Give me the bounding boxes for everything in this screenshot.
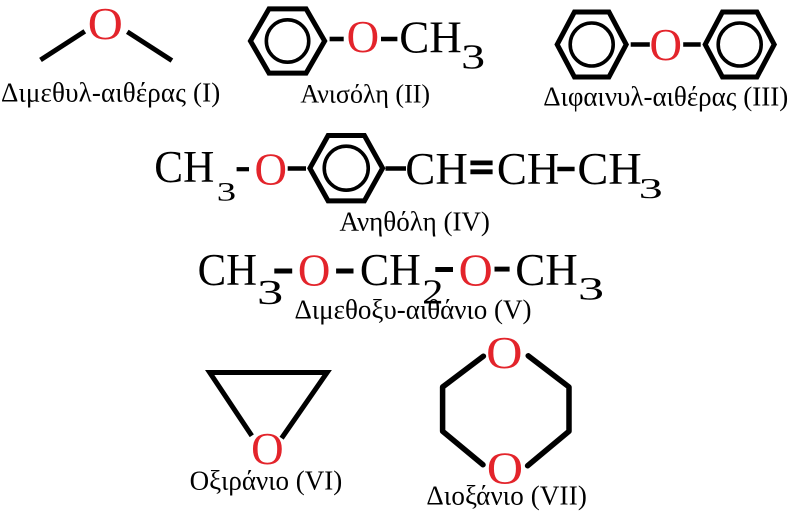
svg-text:O: O: [459, 245, 493, 295]
svg-text:CH: CH: [399, 12, 462, 62]
svg-text:3: 3: [217, 177, 236, 207]
svg-text:3: 3: [639, 174, 663, 205]
svg-text:Διμεθοξυ-αιθάνιο (V): Διμεθοξυ-αιθάνιο (V): [295, 295, 532, 325]
svg-text:CH: CH: [360, 245, 421, 296]
svg-text:Ανηθόλη (IV): Ανηθόλη (IV): [339, 206, 489, 236]
svg-text:O: O: [347, 12, 380, 62]
svg-text:O: O: [298, 245, 331, 295]
svg-text:CH: CH: [405, 144, 468, 194]
svg-text:3: 3: [578, 271, 604, 307]
svg-text:O: O: [649, 20, 682, 70]
svg-text:Διμεθυλ-αιθέρας (I): Διμεθυλ-αιθέρας (I): [1, 77, 220, 107]
svg-text:CH: CH: [577, 143, 641, 193]
svg-text:3: 3: [257, 273, 283, 312]
svg-text:O: O: [88, 0, 123, 49]
svg-text:O: O: [251, 424, 284, 474]
svg-text:O: O: [254, 145, 287, 195]
svg-text:O: O: [486, 328, 522, 378]
svg-text:3: 3: [461, 38, 485, 76]
svg-text:CH: CH: [154, 142, 214, 192]
svg-text:Διφαινυλ-αιθέρας (III): Διφαινυλ-αιθέρας (III): [543, 82, 788, 112]
svg-text:CH: CH: [497, 144, 560, 194]
svg-text:Διοξάνιο (VII): Διοξάνιο (VII): [426, 481, 587, 511]
svg-text:O: O: [487, 444, 523, 494]
svg-text:Οξιράνιο (VI): Οξιράνιο (VI): [190, 466, 343, 496]
svg-text:Ανισόλη (II): Ανισόλη (II): [300, 80, 430, 109]
svg-text:2: 2: [422, 273, 443, 312]
svg-text:CH: CH: [198, 246, 257, 295]
svg-text:CH: CH: [515, 245, 578, 295]
